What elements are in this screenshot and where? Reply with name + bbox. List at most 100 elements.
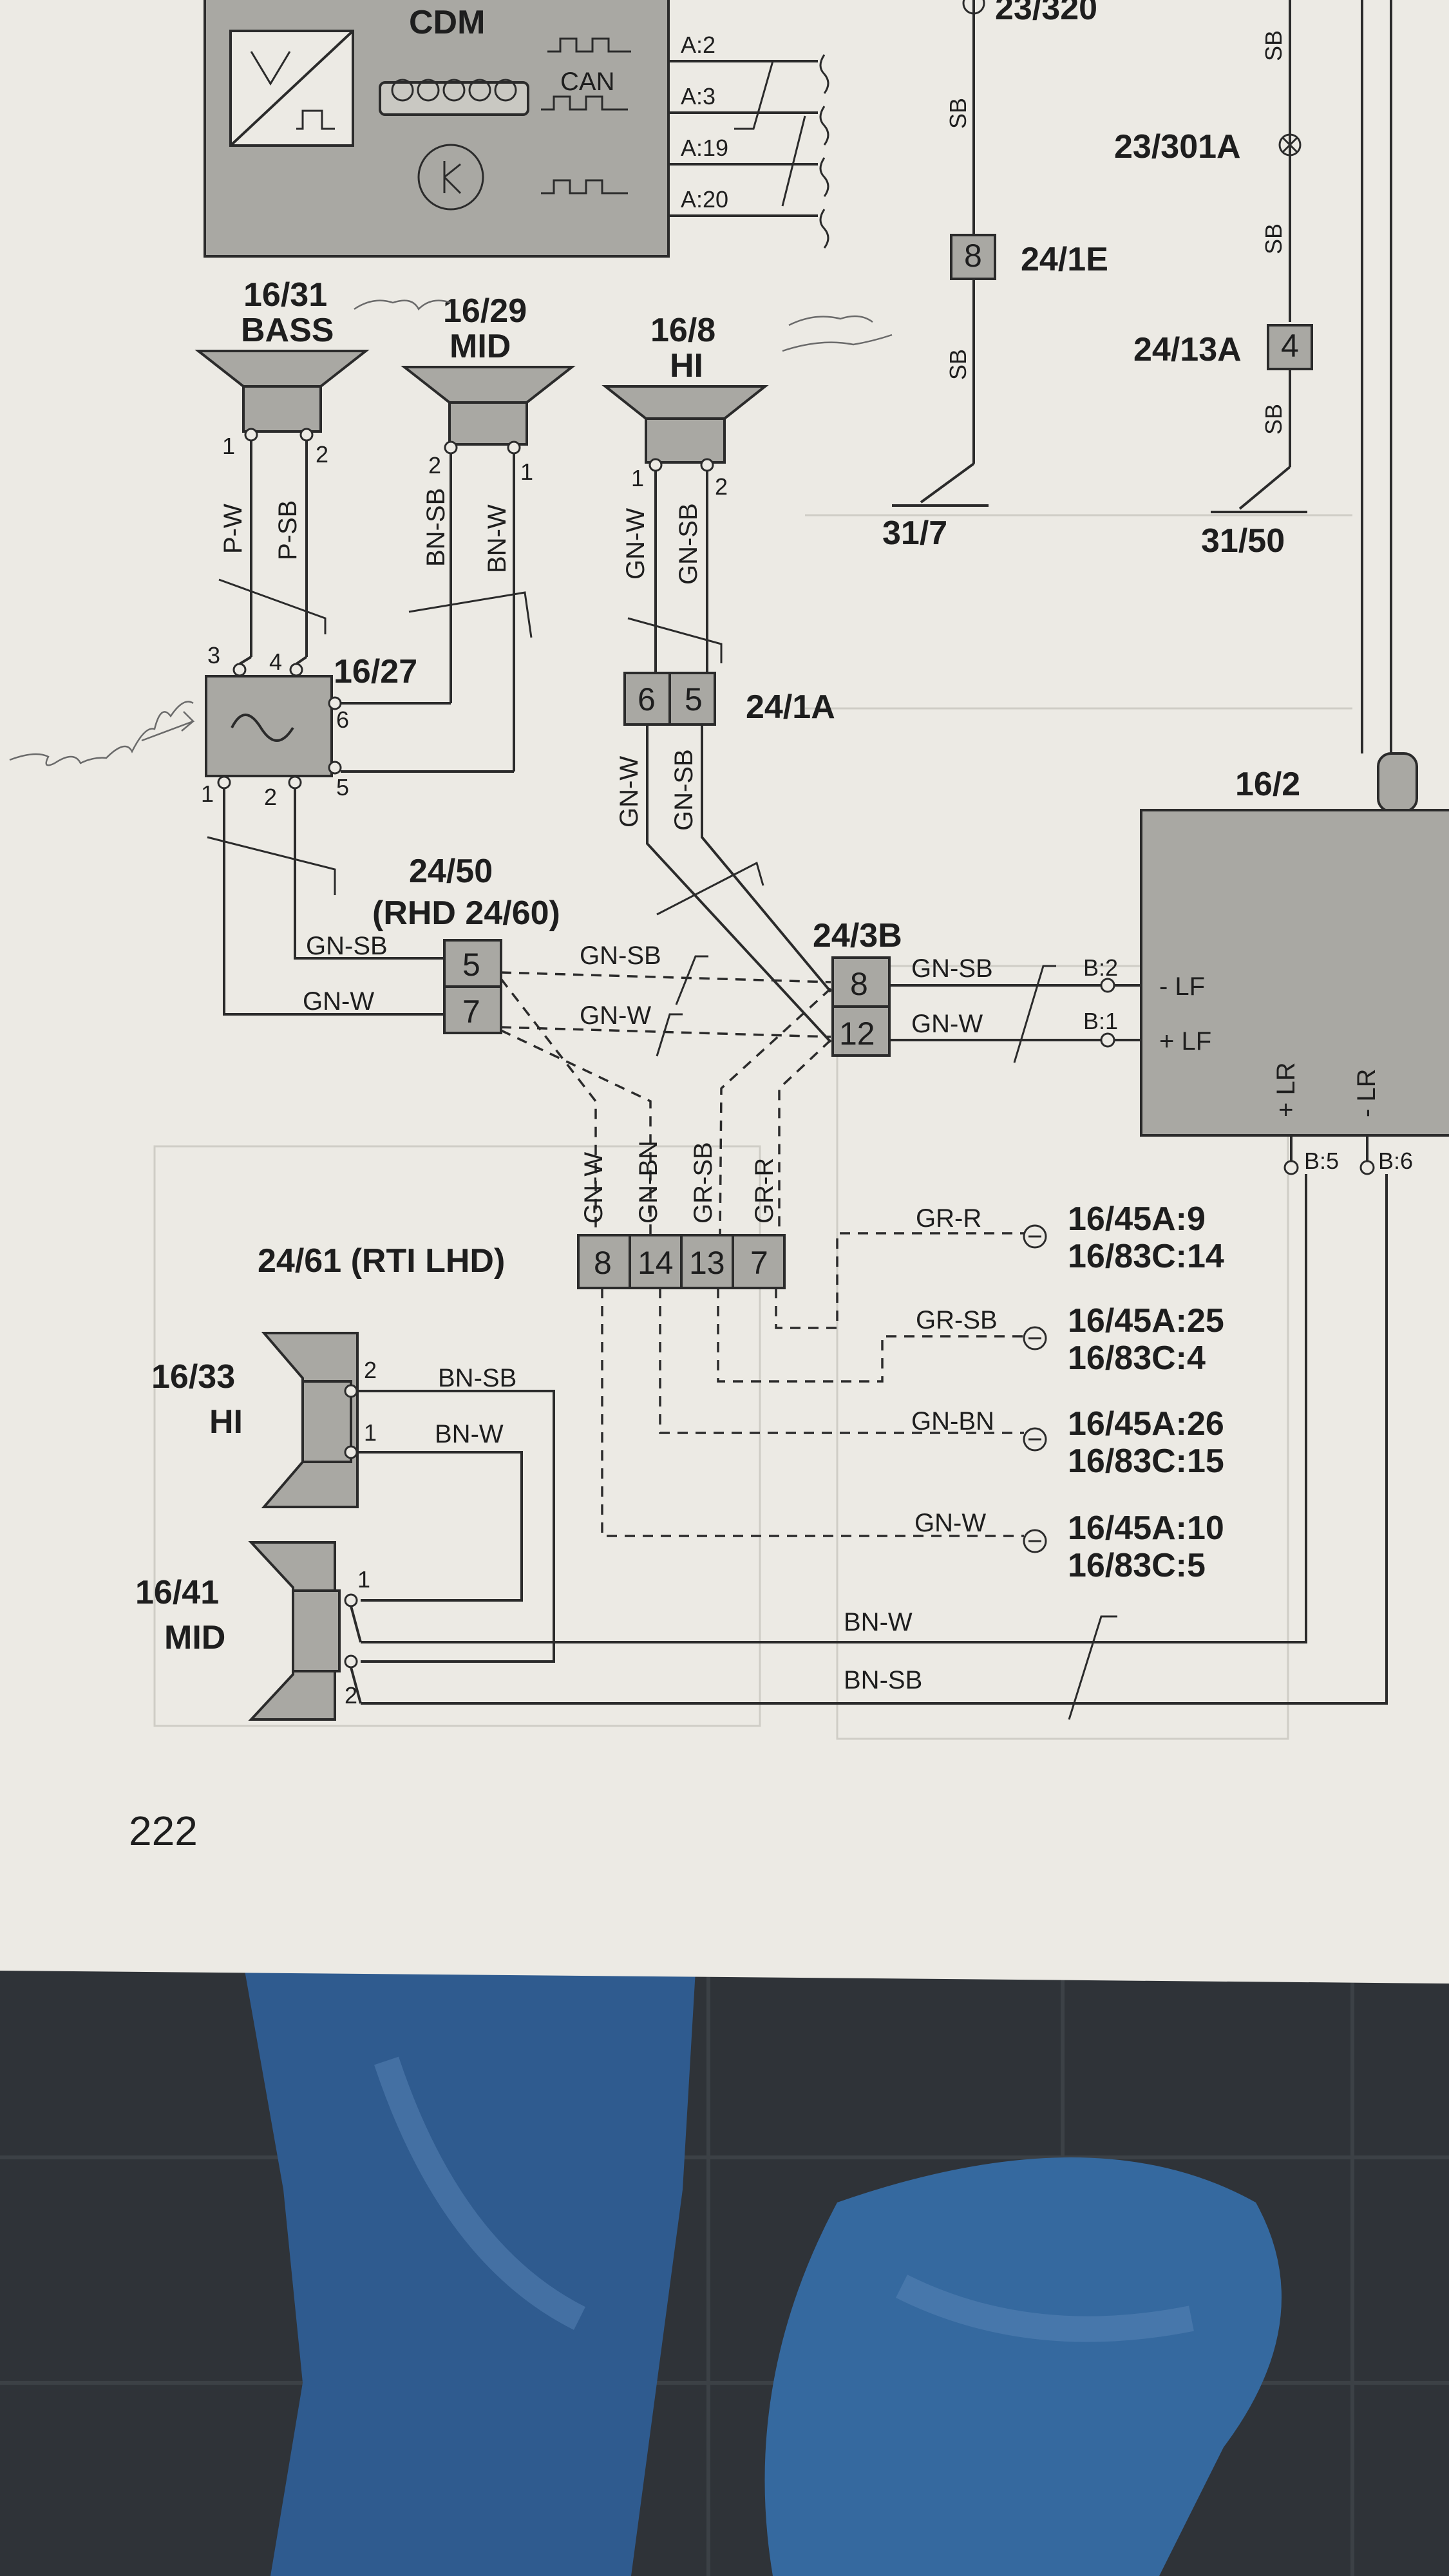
bleed-through [153,514,1352,1740]
c24-61-pin13: 13 [689,1245,725,1281]
c24-1a-pin5: 5 [685,681,703,717]
jeans-left [245,1971,696,2576]
wire-sb-4: SB [1260,223,1287,254]
rti-gn-w-line1: 16/45A:10 [1068,1510,1224,1547]
connector-24-1a: 6 5 24/1A GN-W GN-SB [615,672,835,1043]
cdm-pin-a3: A:3 [681,83,715,109]
c24-50-pin7: 7 [462,994,480,1030]
connector-24-50: 24/50 (RHD 24/60) 5 7 GN-SB GN-W GN-SB G… [303,853,832,1237]
hi-id: 16/8 [650,312,715,349]
filter-pin4: 4 [269,649,282,675]
ground-31-50: 31/50 [1201,522,1285,560]
filter-pin2: 2 [264,784,277,810]
hi-wire2: GN-SB [674,503,703,585]
mid-pin1: 1 [520,459,533,485]
cdm-module: CDM CAN A:2 A:3 A:19 A:20 [204,0,829,258]
rear-hi-id: 16/33 [151,1358,235,1396]
bass-id: 16/31 [243,276,327,314]
amp-pin-b1: B:1 [1083,1008,1118,1034]
hi-name: HI [670,347,703,384]
c24-1a-wire-right: GN-SB [670,749,698,831]
c24-50-in-top: GN-SB [306,932,388,960]
amp-id: 16/2 [1235,766,1300,803]
rti-gr-r-line1: 16/45A:9 [1068,1200,1206,1238]
rear-hi-wire2: BN-SB [438,1364,516,1392]
c24-61-wire-grr: GR-R [750,1158,779,1224]
c24-61-pin8: 8 [594,1245,612,1281]
c24-61-wire-grsb: GR-SB [689,1142,717,1224]
amp-pin-b6: B:6 [1378,1148,1413,1174]
bass-name: BASS [241,312,334,349]
amp-pos-lf: + LF [1159,1027,1211,1056]
rear-hi-pin2: 2 [364,1357,377,1383]
filter-16-27: 16/27 3 4 6 5 1 2 [201,642,514,1016]
node-23-320: 23/320 [995,0,1097,27]
c24-50-alt: (RHD 24/60) [372,895,560,932]
rear-hi-name: HI [209,1403,243,1441]
jeans-right [764,2157,1282,2576]
ground-circuit-1: 23/320 SB 8 24/1E SB 31/7 [882,0,1108,552]
mid-wire1: BN-W [483,504,511,573]
hi-pin2: 2 [715,473,728,500]
rti-output-gr-r: GR-R 16/45A:9 16/83C:14 [916,1200,1224,1275]
c24-1e-pin: 8 [964,238,982,274]
amp-pin-b5: B:5 [1304,1148,1339,1174]
c24-61-pin14: 14 [638,1245,674,1281]
rear-mid-wire2: BN-SB [844,1666,922,1694]
c24-50-out-top: GN-SB [580,942,661,970]
rear-hi-wire1: BN-W [435,1420,504,1448]
c24-50-in-bottom: GN-W [303,987,374,1016]
c24-61-wire-gnbn: GN-BN [634,1141,663,1224]
c24-3b-pin8: 8 [850,966,868,1002]
rear-hi-pin1: 1 [364,1419,377,1446]
c24-1a-id: 24/1A [746,688,835,726]
rti-output-gn-bn: GN-BN 16/45A:26 16/83C:15 [911,1405,1224,1480]
rear-mid-pin1: 1 [357,1566,370,1593]
bass-pin1: 1 [222,433,235,459]
rti-wire-gr-sb: GR-SB [916,1306,998,1334]
ground-31-7: 31/7 [882,515,947,552]
c24-50-id: 24/50 [409,853,493,890]
rti-gr-r-line2: 16/83C:14 [1068,1238,1224,1275]
mid-pin2: 2 [428,452,441,478]
amp-neg-lf: - LF [1159,972,1205,1001]
wire-sb-3: SB [1260,30,1287,61]
page-number: 222 [129,1808,198,1854]
speaker-16-41-mid: 16/41 MID 1 2 BN-W BN-SB [135,1541,1117,1721]
mid-name: MID [450,328,511,365]
c24-3b-wire-bottom: GN-W [911,1010,983,1038]
rti-wire-gr-r: GR-R [916,1204,981,1233]
node-23-301a: 23/301A [1114,128,1241,166]
amplifier-16-2: 16/2 B:2 B:1 - LF + LF + LR - LR B:5 B:6 [361,766,1449,1705]
amp-pos-lr: + LR [1272,1062,1300,1117]
connector-24-61: GN-W GN-BN GR-SB GR-R 24/61 (RTI LHD) 8 … [258,1141,1024,1537]
wire-sb-5: SB [1260,404,1287,435]
filter-pin1: 1 [201,781,214,807]
c24-1a-pin6: 6 [638,681,656,717]
c24-13a-pin: 4 [1281,328,1299,364]
rti-gn-bn-line2: 16/83C:15 [1068,1443,1224,1480]
amp-neg-lr: - LR [1352,1068,1381,1117]
bass-pin2: 2 [316,441,328,468]
speaker-16-8-hi: 16/8 HI 1 2 GN-W GN-SB [601,312,769,676]
mid-wire2: BN-SB [422,488,450,567]
manual-page [0,0,1449,1984]
rear-mid-name: MID [164,1619,225,1656]
speaker-16-29-mid: 16/29 MID 2 1 BN-SB BN-W [401,292,576,772]
speaker-16-31-bass: 16/31 BASS 1 2 P-W P-SB [194,276,370,657]
rear-mid-id: 16/41 [135,1574,219,1611]
c24-61-wire-gnw: GN-W [580,1152,608,1224]
cdm-pin-a20: A:20 [681,186,728,213]
rti-output-list: GR-R 16/45A:9 16/83C:14 GR-SB 16/45A:25 … [911,1200,1224,1584]
mid-id: 16/29 [443,292,527,330]
c24-3b-pin12: 12 [839,1016,875,1052]
c24-61-pin7: 7 [750,1245,768,1281]
rear-mid-wire1: BN-W [844,1608,913,1636]
can-label: CAN [560,68,614,96]
hi-pin1: 1 [631,465,644,491]
c24-1a-wire-left: GN-W [615,756,643,828]
bass-wire2: P-SB [274,500,302,560]
c24-1e-id: 24/1E [1021,241,1108,278]
ground-circuit-2: SB 23/301A SB 4 24/13A SB 31/50 [1114,0,1418,813]
filter-pin3: 3 [207,642,220,668]
